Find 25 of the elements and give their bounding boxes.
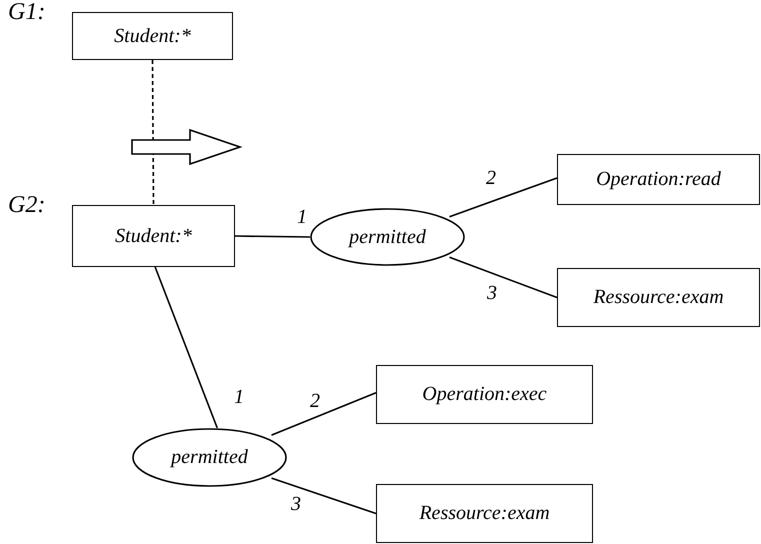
connector-line — [234, 235, 310, 238]
entity-name: Ressource:exam — [419, 502, 550, 525]
entity-box — [376, 365, 593, 424]
entity-name: Operation:exec — [422, 383, 547, 406]
entity-box — [557, 268, 760, 327]
entity-box — [72, 205, 235, 267]
dashed-line — [152, 60, 154, 205]
connector-line — [449, 256, 558, 298]
graph-label: G1: — [8, 0, 46, 24]
entity-box — [557, 154, 760, 205]
graph-label: G2: — [8, 193, 46, 217]
connector-line — [449, 177, 558, 218]
entity-name: Student:* — [114, 24, 191, 48]
entity-box — [376, 484, 593, 543]
connector-line — [154, 266, 218, 428]
entity-name: Ressource:exam — [593, 286, 724, 309]
entity-name: Student:* — [115, 224, 192, 248]
connector-line — [271, 392, 376, 436]
relation-name: permitted — [349, 226, 426, 248]
entity-box — [72, 12, 233, 60]
relation-ellipse — [132, 428, 287, 487]
relation-name: permitted — [171, 446, 248, 469]
entity-name: Operation:read — [596, 168, 721, 191]
relation-ellipse — [310, 208, 465, 266]
connector-line — [271, 477, 376, 514]
